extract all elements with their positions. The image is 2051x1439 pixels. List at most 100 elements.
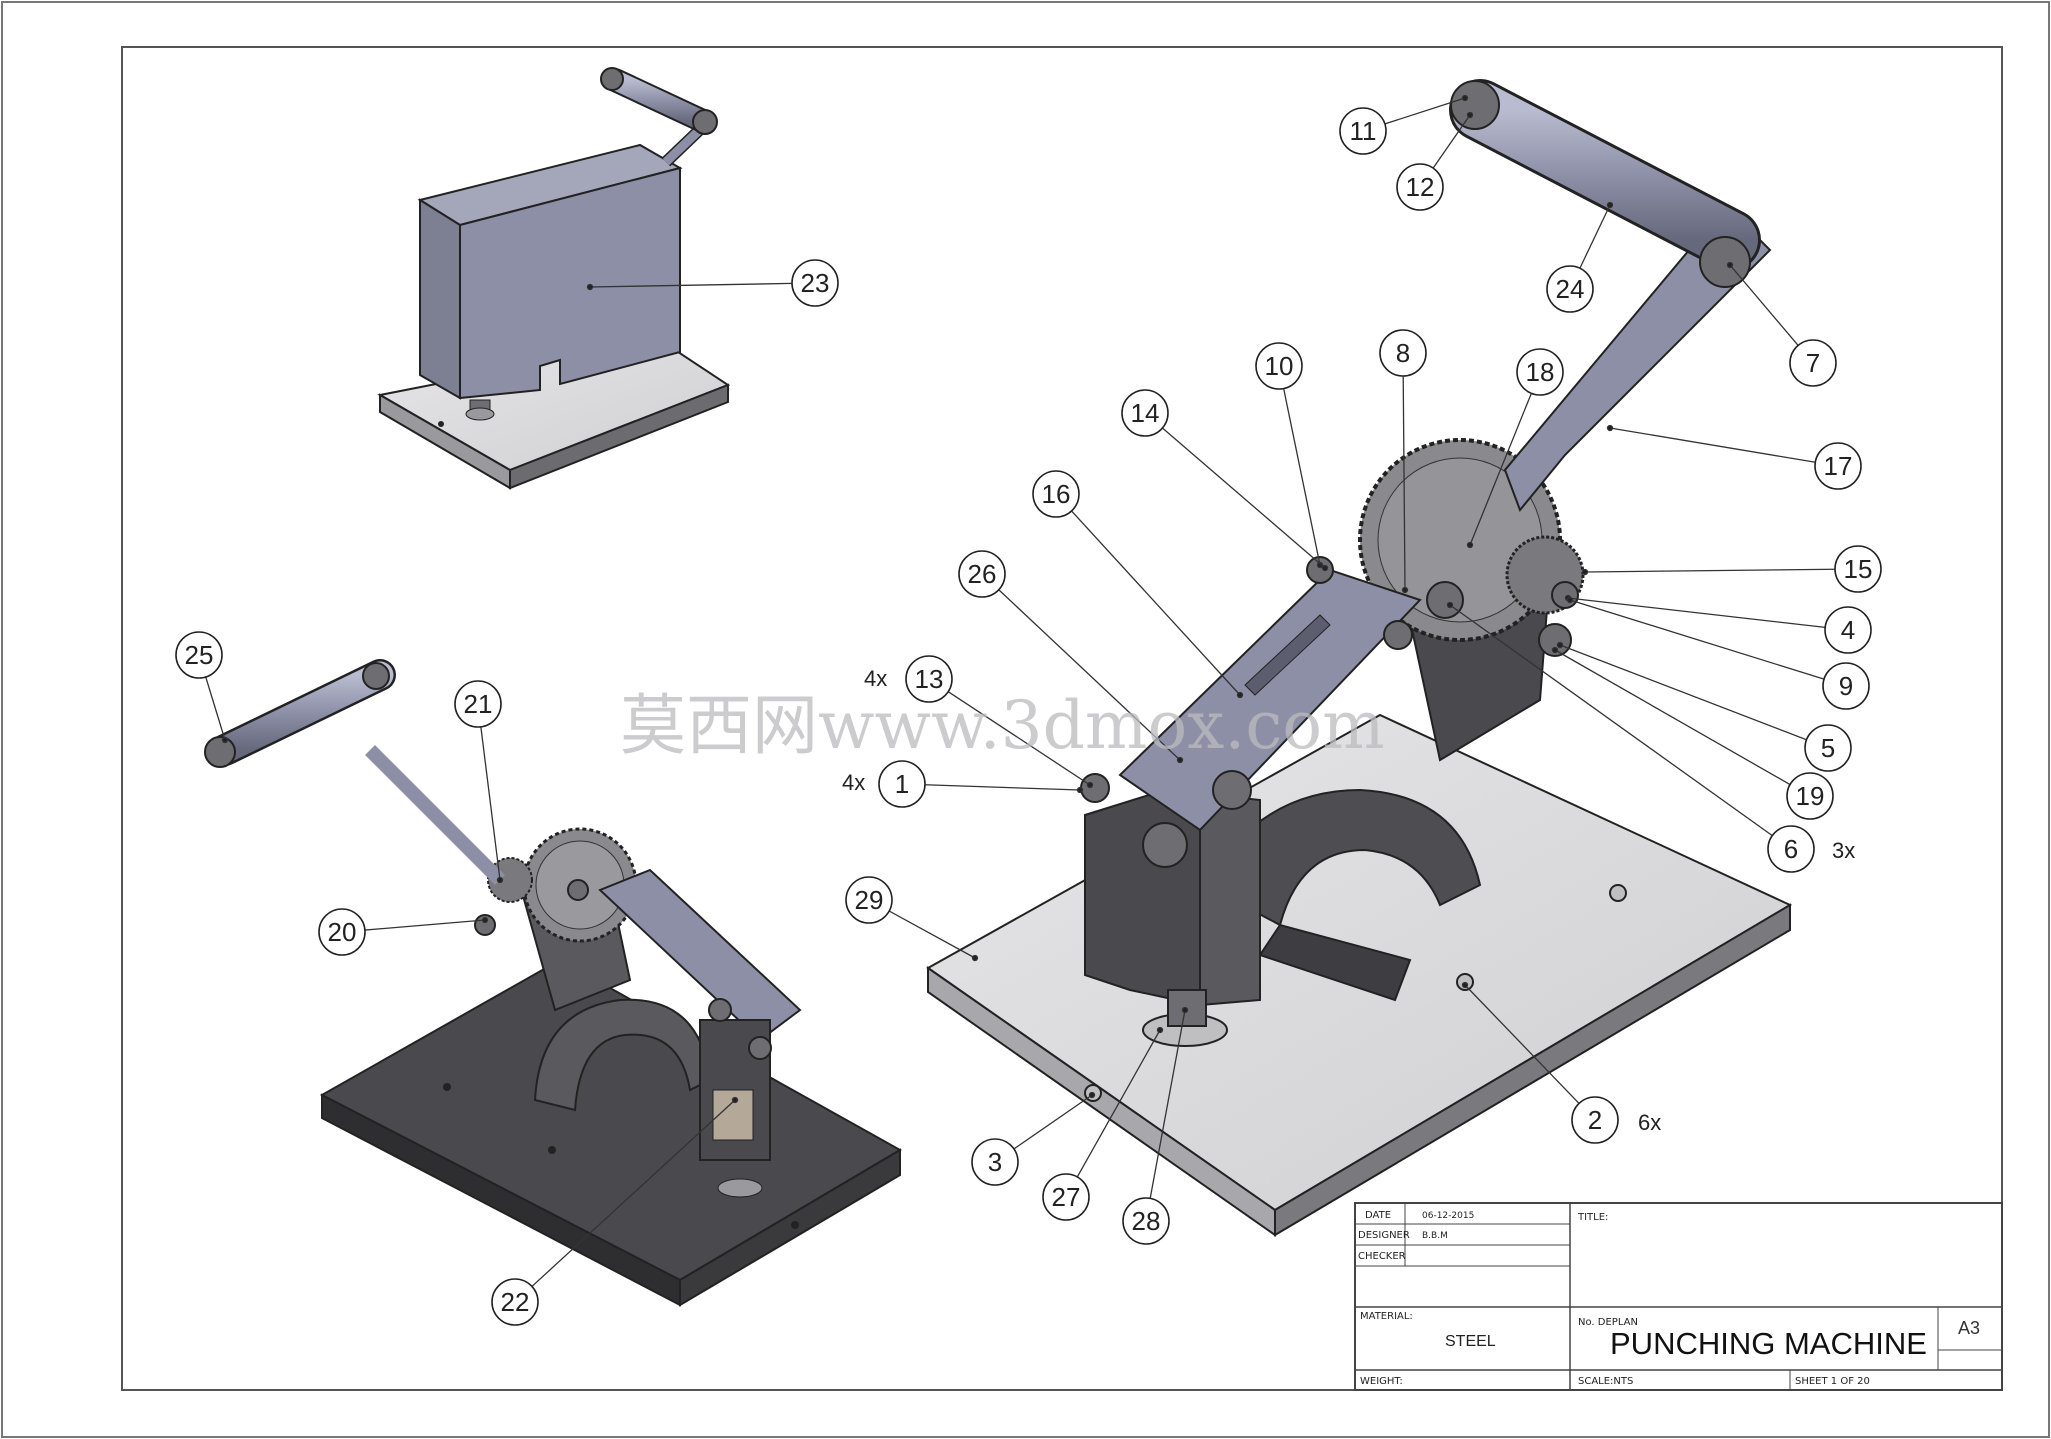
balloon-17: 17 — [1814, 442, 1862, 490]
balloon-label: 25 — [185, 640, 214, 670]
balloon-2: 2 — [1571, 1096, 1619, 1144]
closed-base-right-edge — [509, 383, 729, 490]
leader-line-26 — [998, 589, 1181, 761]
material-label: MATERIAL: — [1360, 1311, 1413, 1322]
designer-label: DESIGNER — [1358, 1230, 1410, 1241]
number-label: No. DEPLAN — [1578, 1317, 1638, 1328]
leader-dot-16 — [1236, 691, 1244, 699]
balloon-label: 29 — [855, 885, 884, 915]
leader-lines — [205, 94, 1836, 1287]
drawing-frame — [121, 46, 2003, 1391]
date-label: DATE — [1365, 1210, 1391, 1221]
balloon-circle — [905, 655, 953, 703]
balloon-label: 20 — [328, 917, 357, 947]
balloon-circle — [1786, 772, 1834, 820]
leader-line-1 — [924, 784, 1081, 791]
balloon-label: 24 — [1556, 274, 1585, 304]
balloon-circle — [491, 1278, 539, 1326]
left-hole-b — [548, 1146, 556, 1154]
balloon-18: 18 — [1516, 348, 1564, 396]
main-lever-slot — [1244, 614, 1331, 696]
leader-line-3 — [1013, 1094, 1093, 1150]
main-die-frame — [1203, 788, 1482, 927]
balloon-label: 27 — [1052, 1182, 1081, 1212]
balloon-circle — [958, 550, 1006, 598]
leader-line-8 — [1402, 375, 1406, 591]
balloon-circle — [1255, 342, 1303, 390]
balloon-label: 11 — [1350, 116, 1377, 146]
main-base-side-edge — [1274, 903, 1791, 1237]
main-bolt-8 — [1426, 581, 1464, 619]
title-block: DATE 06-12-2015 DESIGNER B.B.M CHECKER T… — [1354, 1202, 2003, 1391]
leader-dot-22 — [731, 1096, 739, 1104]
designer-value: B.B.M — [1422, 1231, 1448, 1241]
balloon-4: 4 — [1824, 606, 1872, 654]
balloon-label: 17 — [1824, 451, 1853, 481]
left-handle-nut — [204, 736, 236, 768]
leader-dot-23 — [586, 283, 594, 291]
balloon-circle — [1822, 662, 1870, 710]
balloon-circle — [845, 876, 893, 924]
balloon-circle — [971, 1138, 1019, 1186]
leader-dot-12 — [1466, 111, 1474, 119]
section-view-left — [204, 659, 903, 1307]
leader-line-20 — [364, 919, 486, 931]
left-bolt-d — [748, 1036, 772, 1060]
balloon-26: 26 — [958, 550, 1006, 598]
date-value: 06-12-2015 — [1422, 1211, 1474, 1221]
left-hole-a — [443, 1083, 451, 1091]
left-base-side-edge — [679, 1148, 901, 1307]
closed-crank-nut — [692, 109, 718, 135]
sheet-size: A3 — [1958, 1318, 1980, 1338]
balloon-label: 10 — [1265, 351, 1294, 381]
balloon-label: 9 — [1839, 671, 1853, 701]
balloon-label: 23 — [801, 268, 830, 298]
left-handle — [211, 661, 394, 764]
balloon-circle — [791, 259, 839, 307]
main-screw-a — [1609, 884, 1627, 902]
balloon-circle — [1379, 329, 1427, 377]
balloon-circle — [1571, 1096, 1619, 1144]
leader-dot-13 — [1086, 781, 1094, 789]
leader-line-29 — [888, 910, 976, 959]
leader-dot-1 — [1076, 786, 1084, 794]
leader-dot-27 — [1156, 1026, 1164, 1034]
leader-line-15 — [1584, 568, 1836, 573]
leader-line-9 — [1569, 599, 1825, 680]
leader-line-27 — [1076, 1029, 1161, 1178]
closed-punch-ring — [465, 407, 495, 421]
main-punch-body — [1084, 788, 1201, 1007]
leader-line-25 — [205, 676, 226, 741]
leader-line-2 — [1464, 984, 1580, 1104]
left-bolt-b — [567, 879, 589, 901]
balloon-circle — [1834, 545, 1882, 593]
balloon-label: 21 — [464, 689, 493, 719]
balloon-circle — [1396, 163, 1444, 211]
leader-dot-8 — [1401, 586, 1409, 594]
leader-dot-25 — [221, 736, 229, 744]
leader-line-28 — [1149, 1009, 1186, 1199]
balloon-6: 6 — [1767, 825, 1815, 873]
main-bolt-lower — [1142, 822, 1188, 868]
leader-line-14 — [1162, 427, 1326, 569]
leader-dot-15 — [1581, 568, 1589, 576]
balloon-label: 4 — [1841, 615, 1855, 645]
main-exploded-view — [926, 79, 1793, 1237]
balloon-1: 1 — [878, 760, 926, 808]
balloon-circle — [1516, 348, 1564, 396]
leader-line-11 — [1384, 97, 1466, 125]
closed-assembly-view — [377, 67, 731, 490]
leader-dot-11 — [1461, 94, 1469, 102]
balloon-label: 1 — [895, 769, 909, 799]
leader-dot-3 — [1088, 1091, 1096, 1099]
closed-handle-nut — [600, 67, 624, 91]
title-block-frame — [1354, 1202, 2003, 1391]
balloon-circle — [1042, 1173, 1090, 1221]
leader-line-5 — [1559, 644, 1807, 741]
balloon-16: 16 — [1032, 470, 1080, 518]
left-punch-ring — [717, 1178, 763, 1198]
main-bolt-4 — [1551, 581, 1579, 609]
balloon-19: 19 — [1786, 772, 1834, 820]
cover-side — [419, 198, 461, 400]
